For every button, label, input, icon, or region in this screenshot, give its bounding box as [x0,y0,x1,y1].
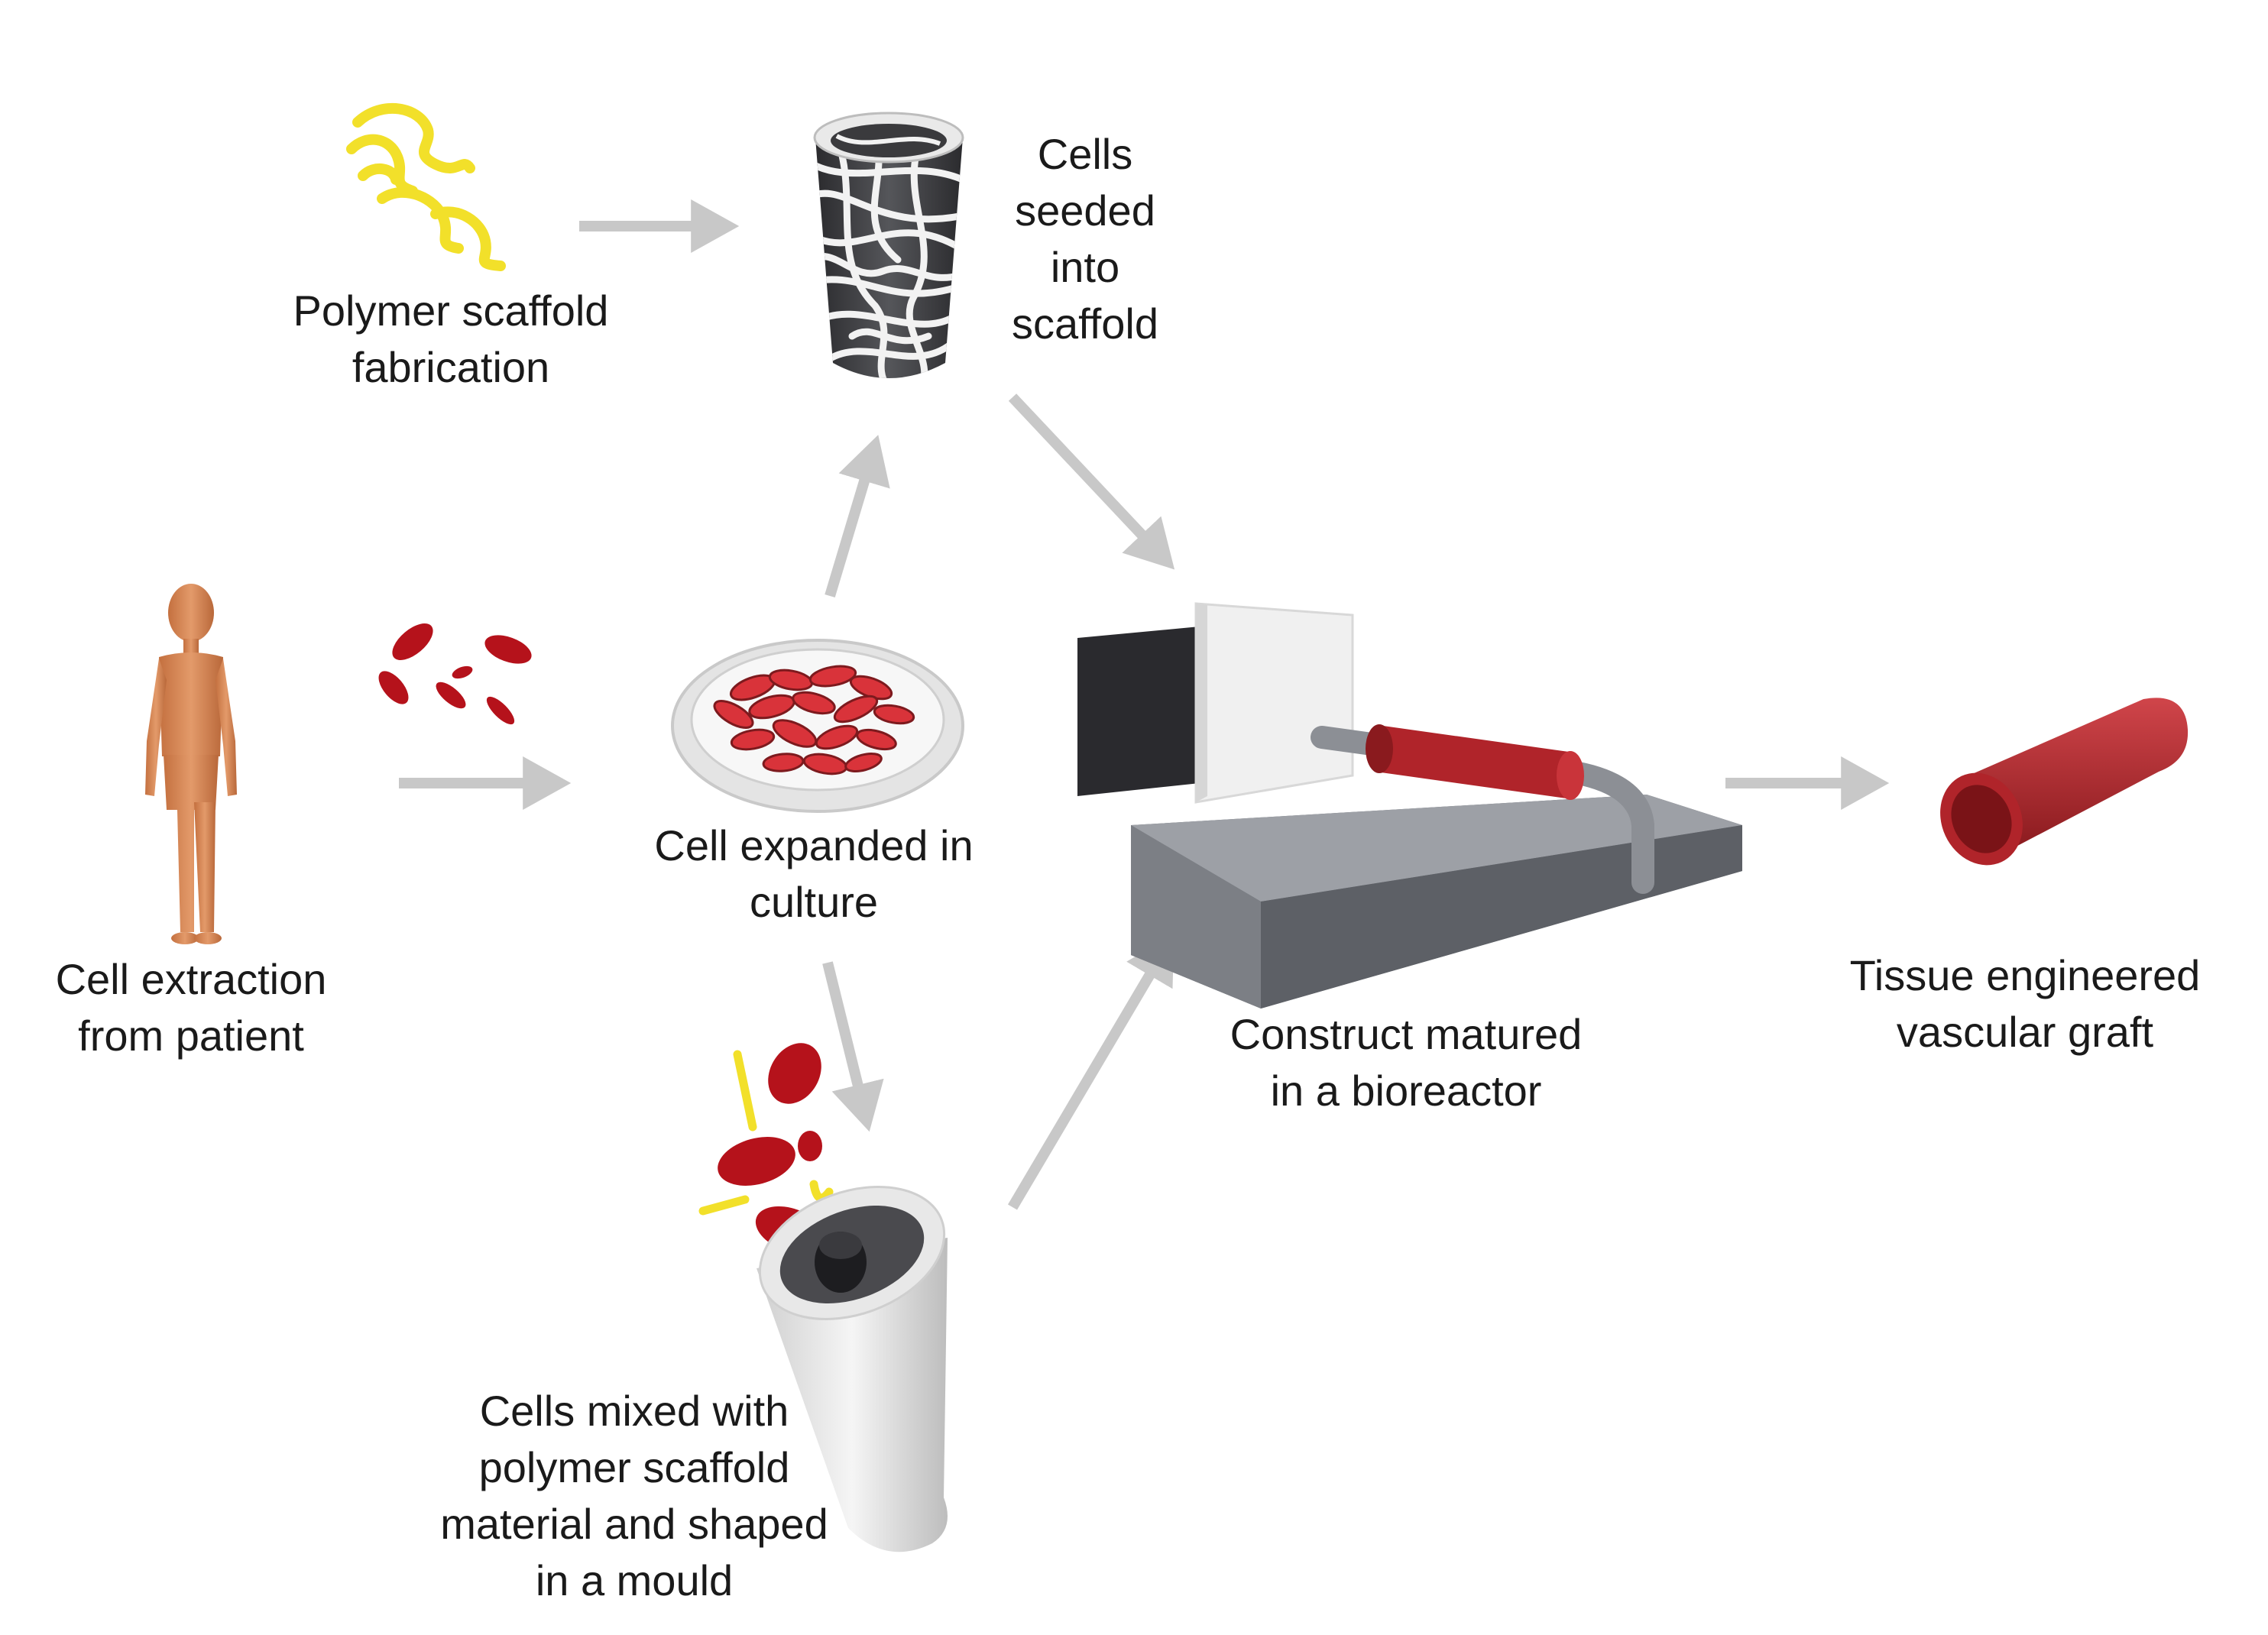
label-line: Cell expanded in [654,821,974,869]
label-line: fabrication [352,343,550,391]
fibrous-scaffold-tube-icon [813,112,964,378]
label-line: Construct matured [1230,1010,1583,1058]
label-construct-matured-in-bioreactor: Construct matured in a bioreactor [1192,1006,1620,1119]
label-line: seeded [1015,186,1155,235]
label-line: culture [749,878,879,926]
label-cells-mixed-in-mould: Cells mixed with polymer scaffold materi… [405,1383,863,1609]
polymer-fibers-icon [346,102,506,271]
vascular-graft-tube-icon [1940,698,2189,866]
label-line: scaffold [1012,299,1158,348]
label-polymer-scaffold-fabrication: Polymer scaffold fabrication [248,283,653,396]
label-line: polymer scaffold [478,1443,790,1491]
label-line: Polymer scaffold [293,287,609,335]
petri-dish-icon [671,639,964,813]
arrow-culture-to-seeded [825,435,890,598]
label-cells-seeded-into-scaffold: Cells seeded into scaffold [986,126,1184,352]
label-line: material and shaped [440,1500,828,1548]
label-cell-extraction: Cell extraction from patient [15,951,367,1064]
arrow-culture-to-mould [822,961,884,1132]
label-line: from patient [78,1012,304,1060]
label-line: in a bioreactor [1270,1067,1542,1115]
arrow-seeded-to-bioreactor [1008,393,1175,570]
label-line: Cell extraction [55,955,327,1003]
mould-tube-icon [698,1043,948,1552]
label-cell-expanded-in-culture: Cell expanded in culture [611,817,1016,931]
label-line: vascular graft [1896,1008,2154,1056]
label-line: in a mould [535,1556,734,1604]
arrow-mould-to-bioreactor [1007,934,1174,1210]
human-figure-icon [145,584,237,944]
label-line: Cells mixed with [479,1387,789,1435]
red-cells-icon [378,623,532,725]
label-line: into [1050,243,1120,291]
label-tissue-engineered-vascular-graft: Tissue engineered vascular graft [1819,947,2231,1060]
label-line: Tissue engineered [1849,951,2201,999]
label-line: Cells [1037,130,1133,178]
bioreactor-icon [1077,602,1742,1009]
